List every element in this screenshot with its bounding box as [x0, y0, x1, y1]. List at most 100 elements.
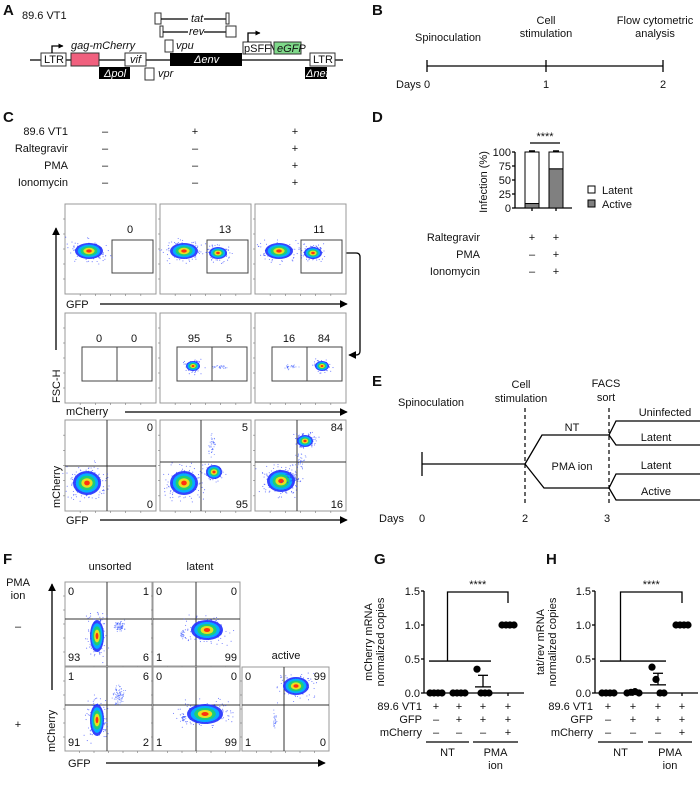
- event-dot: [225, 705, 227, 707]
- sort-label-line2: sort: [597, 392, 615, 404]
- event-dot: [98, 473, 100, 475]
- condition-sign: –: [192, 177, 199, 189]
- event-dot: [94, 618, 96, 620]
- event-dot: [167, 473, 170, 475]
- event-dot: [194, 638, 196, 640]
- event-dot: [179, 239, 181, 241]
- quadrant-percent: 0: [320, 737, 326, 749]
- event-dot: [112, 693, 114, 695]
- event-dot: [311, 680, 313, 683]
- event-dot: [229, 252, 231, 254]
- event-dot: [100, 652, 102, 654]
- event-dot: [219, 698, 221, 700]
- event-dot: [185, 718, 187, 720]
- event-dot: [104, 258, 106, 260]
- panel-label-c: C: [3, 109, 14, 126]
- event-dot: [187, 640, 189, 642]
- event-dot: [107, 476, 109, 479]
- event-dot: [195, 242, 197, 244]
- event-dot: [289, 465, 291, 467]
- quadrant-percent: 95: [236, 499, 248, 511]
- event-dot: [198, 361, 200, 363]
- event-dot: [116, 629, 118, 631]
- event-dot: [66, 485, 68, 487]
- env-label: Δenv: [193, 54, 221, 66]
- event-dot: [308, 259, 310, 261]
- event-dot: [194, 256, 196, 258]
- event-dot: [211, 433, 213, 435]
- event-dot: [185, 716, 187, 718]
- event-dot: [114, 693, 116, 695]
- event-dot: [326, 370, 328, 372]
- event-dot: [219, 367, 222, 369]
- event-dot: [185, 620, 188, 622]
- event-dot: [67, 496, 69, 498]
- event-dot: [117, 701, 119, 703]
- event-dot: [295, 472, 297, 474]
- quadrant-percent: 0: [231, 586, 237, 598]
- event-dot: [225, 630, 227, 632]
- event-dot: [296, 253, 298, 255]
- ltr-3-label: LTR: [313, 54, 333, 66]
- event-dot: [289, 474, 291, 476]
- event-dot: [185, 637, 187, 640]
- treatment-label: PMA: [658, 747, 683, 759]
- event-dot: [102, 253, 104, 255]
- event-dot: [223, 365, 225, 367]
- quadrant-percent: 1: [156, 737, 162, 749]
- fsc-axis-label: FSC-H: [51, 369, 63, 403]
- gate-percent: 13: [219, 224, 231, 236]
- event-dot: [97, 468, 99, 470]
- event-dot: [118, 691, 121, 693]
- event-dot: [225, 711, 227, 713]
- legend-swatch-latent: [587, 185, 596, 194]
- event-dot: [93, 651, 95, 653]
- event-dot: [93, 655, 95, 657]
- event-dot: [190, 705, 192, 707]
- event-dot: [216, 365, 218, 367]
- event-dot: [279, 496, 281, 498]
- event-dot: [106, 473, 108, 475]
- quadrant-percent: 0: [68, 586, 74, 598]
- event-dot: [166, 484, 168, 486]
- row-minus: –: [15, 621, 22, 633]
- event-dot: [298, 248, 300, 250]
- event-dot: [176, 259, 178, 261]
- event-dot: [257, 245, 259, 247]
- event-dot: [192, 471, 194, 473]
- event-dot: [166, 487, 168, 489]
- flow-plot-frame: [159, 419, 252, 512]
- condition-label: Raltegravir: [427, 232, 481, 244]
- active-branch: [608, 487, 700, 501]
- density-contour: [191, 365, 195, 367]
- event-dot: [165, 479, 167, 481]
- nt-branch: [524, 434, 609, 465]
- event-dot: [117, 621, 119, 624]
- event-dot: [291, 469, 293, 471]
- event-dot: [308, 694, 310, 696]
- event-dot: [213, 438, 216, 440]
- event-dot: [296, 437, 298, 439]
- event-dot: [192, 723, 195, 726]
- density-contour: [86, 249, 92, 253]
- event-dot: [316, 360, 318, 362]
- event-dot: [220, 262, 223, 264]
- event-dot: [226, 710, 228, 712]
- event-dot: [210, 456, 212, 458]
- event-dot: [114, 704, 116, 706]
- event-dot: [296, 466, 299, 468]
- density-contour: [203, 628, 211, 632]
- event-dot: [99, 491, 101, 493]
- event-dot: [230, 712, 232, 714]
- event-dot: [194, 241, 196, 243]
- event-dot: [169, 262, 171, 265]
- gfp-axis-label: GFP: [68, 758, 91, 770]
- event-dot: [313, 444, 316, 446]
- event-dot: [264, 473, 266, 475]
- event-dot: [204, 367, 206, 369]
- event-dot: [85, 469, 87, 471]
- event-dot: [297, 479, 299, 481]
- event-dot: [176, 717, 178, 719]
- tat-exon1-box: [154, 12, 162, 25]
- event-dot: [215, 259, 217, 261]
